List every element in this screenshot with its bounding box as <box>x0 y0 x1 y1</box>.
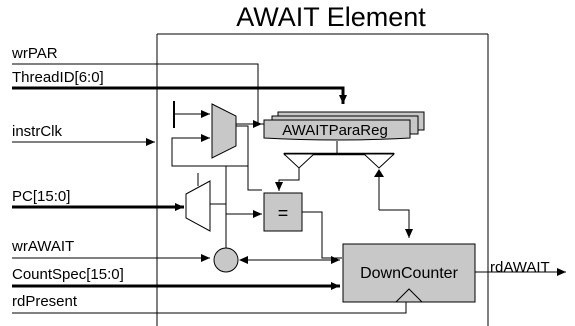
input-label-instrclk: instrClk <box>12 123 63 140</box>
constant-tie-off <box>173 101 210 128</box>
mux-upper <box>211 103 237 159</box>
wire-buffer-to-comparator <box>275 168 300 191</box>
wire-rdpresent <box>12 302 407 314</box>
register-output-bus <box>282 141 396 169</box>
await-para-register: AWAITParaReg <box>263 111 425 141</box>
down-counter: DownCounter <box>342 243 476 303</box>
arrowhead-to-buffer <box>374 169 384 177</box>
bus-threadid <box>12 86 347 104</box>
module-boundary <box>156 33 489 326</box>
wire-register-enable <box>247 166 262 191</box>
register-label: AWAITParaReg <box>282 122 388 139</box>
wire-buffer-to-counter <box>379 209 413 238</box>
wire-mux-feedback <box>171 125 249 167</box>
wire-pc-to-comparator <box>210 203 262 218</box>
input-label-wrawait: wrAWAIT <box>11 238 74 255</box>
output-label-rdawait: rdAWAIT <box>490 259 550 276</box>
diagram-title: AWAIT Element <box>236 2 426 32</box>
counter-label: DownCounter <box>360 265 459 282</box>
control-gate <box>213 247 239 273</box>
comparator-label: = <box>278 203 289 223</box>
mux-pc <box>185 180 211 232</box>
input-label-rdpresent: rdPresent <box>12 293 78 310</box>
input-label-threadid: ThreadID[6:0] <box>12 69 104 86</box>
comparator-block: = <box>263 192 303 232</box>
input-label-countspec: CountSpec[15:0] <box>12 266 124 283</box>
input-label-pc: PC[15:0] <box>12 188 70 205</box>
wire-comparator-to-counter <box>302 211 342 259</box>
input-label-wrpar: wrPAR <box>11 45 58 62</box>
